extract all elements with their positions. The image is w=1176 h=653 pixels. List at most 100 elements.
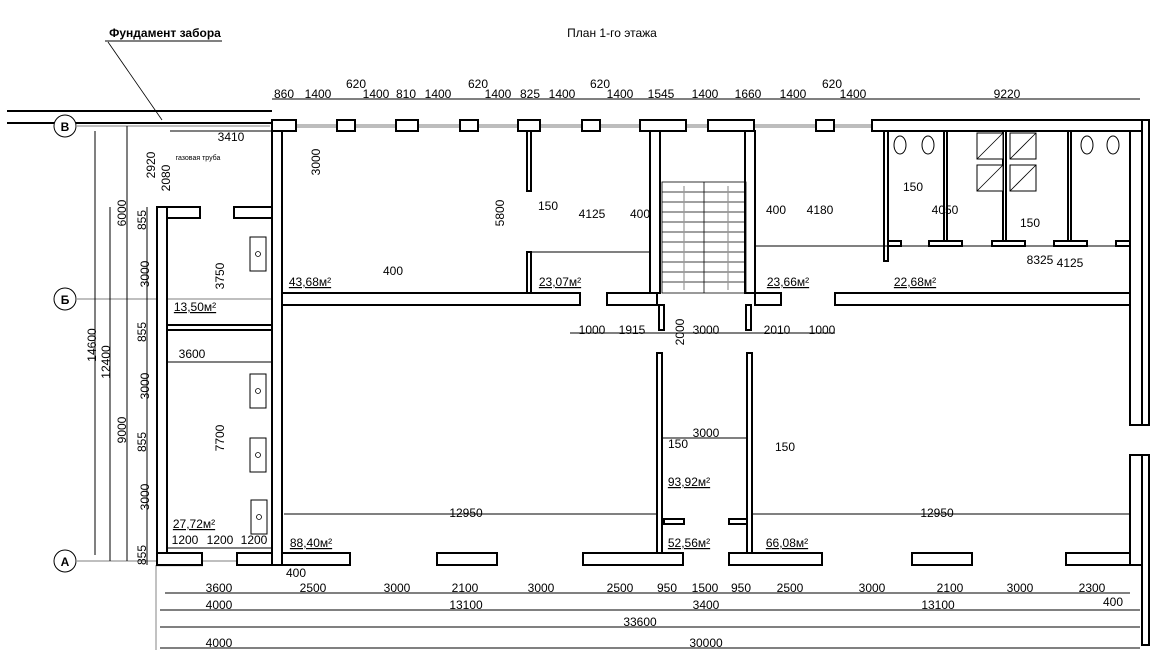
middle-dimensions: 1000 1915 2000 3000 2010 1000 3000 150 1… [172, 318, 954, 580]
axis-a: А [61, 555, 70, 569]
room-area-label: 66,08м² [766, 536, 808, 550]
dimension-label: 855 [135, 210, 149, 230]
dimension-label: 1545 [648, 87, 675, 101]
dimension-label: 150 [1020, 216, 1040, 230]
room-areas: 43,68м² 23,07м² 23,66м² 22,68м² 13,50м² … [173, 275, 936, 550]
sinks [249, 236, 268, 535]
dimension-label: 7700 [213, 424, 227, 451]
sanitary-block [883, 130, 1131, 262]
dimension-label: 620 [346, 77, 366, 91]
dimension-label: 1400 [305, 87, 332, 101]
left-dimensions: 14600 12400 855 3000 9000 855 3000 855 7… [85, 322, 227, 565]
dimension-label: 2500 [300, 581, 327, 595]
dimension-label: 3000 [528, 581, 555, 595]
gas-pipe-label: газовая труба [176, 154, 221, 162]
room-area-label: 22,68м² [894, 275, 936, 289]
dimension-label: 12400 [99, 345, 113, 379]
dimension-label: 3000 [1007, 581, 1034, 595]
dimension-label: 4000 [206, 636, 233, 650]
dimension-label: 2100 [937, 581, 964, 595]
dimension-label: 150 [668, 437, 688, 451]
dimension-label: 150 [903, 180, 923, 194]
dimension-label: 3750 [213, 262, 227, 289]
fence-foundation [7, 110, 272, 124]
dimension-label: 3600 [206, 581, 233, 595]
dimension-label: 3000 [138, 483, 152, 510]
dimension-label: 150 [775, 440, 795, 454]
dimension-label: 3410 [218, 130, 245, 144]
dimension-label: 1400 [485, 87, 512, 101]
dimension-label: 2010 [764, 323, 791, 337]
dimension-label: 1400 [780, 87, 807, 101]
dimension-label: 2300 [1079, 581, 1106, 595]
walls [156, 119, 1150, 646]
dimension-label: 2920 [144, 151, 158, 178]
dimension-label: 1400 [363, 87, 390, 101]
dimension-label: 400 [383, 264, 403, 278]
dimension-label: 855 [135, 432, 149, 452]
dimension-label: 400 [286, 566, 306, 580]
dimension-lines [94, 98, 1140, 649]
room-area-label: 23,07м² [539, 275, 581, 289]
toilet-icon [1106, 135, 1120, 155]
dimension-label: 400 [630, 207, 650, 221]
dimension-label: 9000 [115, 416, 129, 443]
dimension-label: 6000 [115, 199, 129, 226]
dimension-label: 1000 [809, 323, 836, 337]
room-area-label: 88,40м² [290, 536, 332, 550]
dimension-label: 3000 [693, 323, 720, 337]
dimension-label: 810 [396, 87, 416, 101]
dimension-label: 1400 [840, 87, 867, 101]
dimension-label: 8325 [1027, 253, 1054, 267]
dimension-label: 1200 [207, 533, 234, 547]
dimension-label: 855 [135, 322, 149, 342]
dimension-label: 2100 [452, 581, 479, 595]
axis-v: В [61, 120, 70, 134]
dimension-label: 4000 [206, 598, 233, 612]
room-area-label: 93,92м² [668, 475, 710, 489]
dimension-label: 620 [468, 77, 488, 91]
dimension-label: 2000 [673, 318, 687, 345]
dimension-label: 1400 [692, 87, 719, 101]
dimension-label: 30000 [689, 636, 723, 650]
dimension-label: 12950 [920, 506, 954, 520]
dimension-label: 620 [590, 77, 610, 91]
dimension-label: 14600 [85, 328, 99, 362]
dimension-label: 400 [1103, 595, 1123, 609]
dimension-label: 9220 [994, 87, 1021, 101]
dimension-label: 3600 [179, 347, 206, 361]
dimension-label: 1000 [579, 323, 606, 337]
dimension-label: 1915 [619, 323, 646, 337]
dimension-label: 3000 [693, 426, 720, 440]
dimension-label: 1200 [241, 533, 268, 547]
dimension-label: 3000 [309, 148, 323, 175]
toilet-icon [893, 135, 907, 155]
staircase [661, 181, 747, 294]
dimension-label: 1500 [692, 581, 719, 595]
room-area-label: 23,66м² [767, 275, 809, 289]
axis-b: Б [61, 293, 70, 307]
dimension-label: 13100 [921, 598, 955, 612]
dimension-label: 3000 [138, 372, 152, 399]
dimension-label: 2500 [607, 581, 634, 595]
dimension-label: 1660 [735, 87, 762, 101]
room-area-label: 13,50м² [174, 300, 216, 314]
dimension-label: 2080 [159, 164, 173, 191]
dimension-label: 1400 [425, 87, 452, 101]
dimension-label: 950 [657, 581, 677, 595]
dimension-label: 1400 [549, 87, 576, 101]
axis-markers: В Б А [53, 114, 287, 650]
dimension-label: 3000 [384, 581, 411, 595]
dimension-label: 950 [731, 581, 751, 595]
room-area-label: 27,72м² [173, 517, 215, 531]
dimension-label: 4180 [807, 203, 834, 217]
inner-dimensions: 3410 3000 2920 2080 6000 855 3000 3750 5… [115, 130, 1084, 289]
toilet-icon [921, 135, 935, 155]
dimension-label: 1400 [607, 87, 634, 101]
dimension-label: 4125 [579, 207, 606, 221]
dimension-label: 3000 [138, 260, 152, 287]
dimension-label: 855 [135, 545, 149, 565]
plan-title: План 1-го этажа [567, 26, 657, 40]
